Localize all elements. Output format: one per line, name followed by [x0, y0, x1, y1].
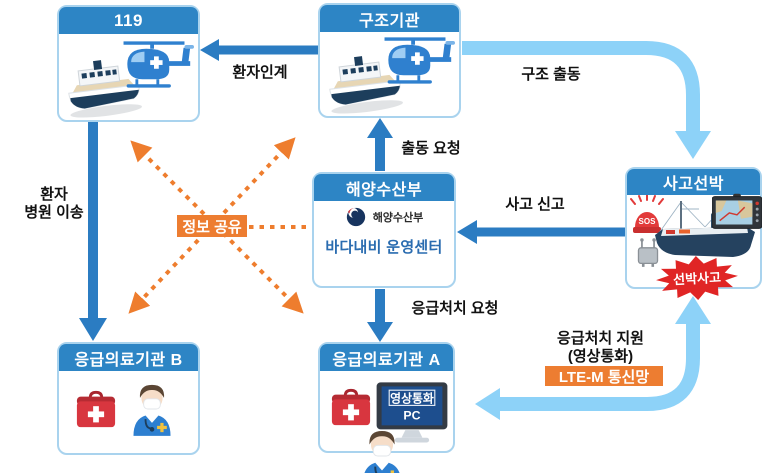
- ship-accident-burst: 선박사고: [656, 256, 738, 300]
- label-accident-report: 사고 신고: [505, 196, 565, 213]
- sos-beacon-icon: SOS: [630, 195, 664, 233]
- box-hospital-b-title: 응급의료기관 B: [59, 344, 198, 371]
- label-first-aid-request: 응급처치 요청: [411, 300, 499, 317]
- label-rescue-dispatch: 구조 출동: [521, 66, 581, 83]
- sos-beacon-label: SOS: [639, 217, 657, 226]
- label-patient-handover: 환자인계: [232, 64, 288, 81]
- ministry-logo-icon: [346, 207, 365, 227]
- ferry-ship-icon: [68, 60, 142, 118]
- badge-info-sharing: 정보 공유: [177, 215, 247, 237]
- box-119-title: 119: [59, 7, 198, 34]
- box-hospital-a-title: 응급의료기관 A: [320, 344, 453, 371]
- video-call-pc-label-line2: PC: [403, 409, 420, 423]
- first-aid-kit-icon: [76, 390, 116, 428]
- badge-lte-network: LTE-M 통신망: [545, 366, 663, 386]
- box-hospital-b: 응급의료기관 B: [57, 342, 200, 455]
- video-call-pc-icon: 영상통화 PC: [375, 380, 449, 443]
- arrow-accident-report: [457, 220, 626, 244]
- arrow-rescue-dispatch: [462, 41, 711, 159]
- label-first-aid-support-line2: (영상통화): [567, 348, 634, 366]
- arrow-dispatch-request: [367, 118, 393, 171]
- label-first-aid-support: 응급처치 지원 (영상통화): [548, 330, 653, 367]
- lte-antenna-icon: [637, 238, 659, 267]
- helicopter-icon: [123, 41, 194, 88]
- video-call-pc-label-line1: 영상통화: [390, 392, 434, 406]
- ferry-ship-icon: [329, 56, 403, 114]
- ship-accident-burst-label: 선박사고: [673, 270, 722, 287]
- box-hospital-a: 응급의료기관 A 영상통화 PC: [318, 342, 455, 473]
- helicopter-icon: [384, 37, 455, 84]
- arrow-first-aid-request: [367, 289, 393, 342]
- ministry-center-name: 바다내비 운영센터: [325, 239, 443, 256]
- box-accident-ship-title: 사고선박: [627, 169, 760, 195]
- box-ministry: 해양수산부 해양수산부 바다내비 운영센터: [312, 172, 456, 288]
- nav-display-icon: [712, 193, 762, 229]
- arrow-patient-handover: [200, 39, 318, 61]
- doctor-icon: [364, 430, 400, 473]
- label-dispatch-request: 출동 요청: [401, 140, 461, 157]
- arrow-patient-transfer: [79, 122, 107, 341]
- box-ministry-title: 해양수산부: [314, 174, 454, 201]
- box-rescue-agency-title: 구조기관: [320, 5, 459, 32]
- box-rescue-agency: 구조기관: [318, 3, 461, 118]
- label-patient-transfer-line2: 병원 이송: [24, 204, 84, 222]
- box-119: 119: [57, 5, 200, 122]
- ministry-logo-text: 해양수산부: [372, 212, 424, 224]
- label-patient-transfer-line1: 환자: [40, 186, 68, 203]
- box-accident-ship: 사고선박 SOS: [625, 167, 762, 300]
- label-patient-transfer: 환자 병원 이송: [16, 186, 92, 223]
- label-first-aid-support-line1: 응급처치 지원: [557, 330, 644, 347]
- doctor-icon: [133, 384, 171, 436]
- first-aid-kit-icon: [331, 388, 371, 426]
